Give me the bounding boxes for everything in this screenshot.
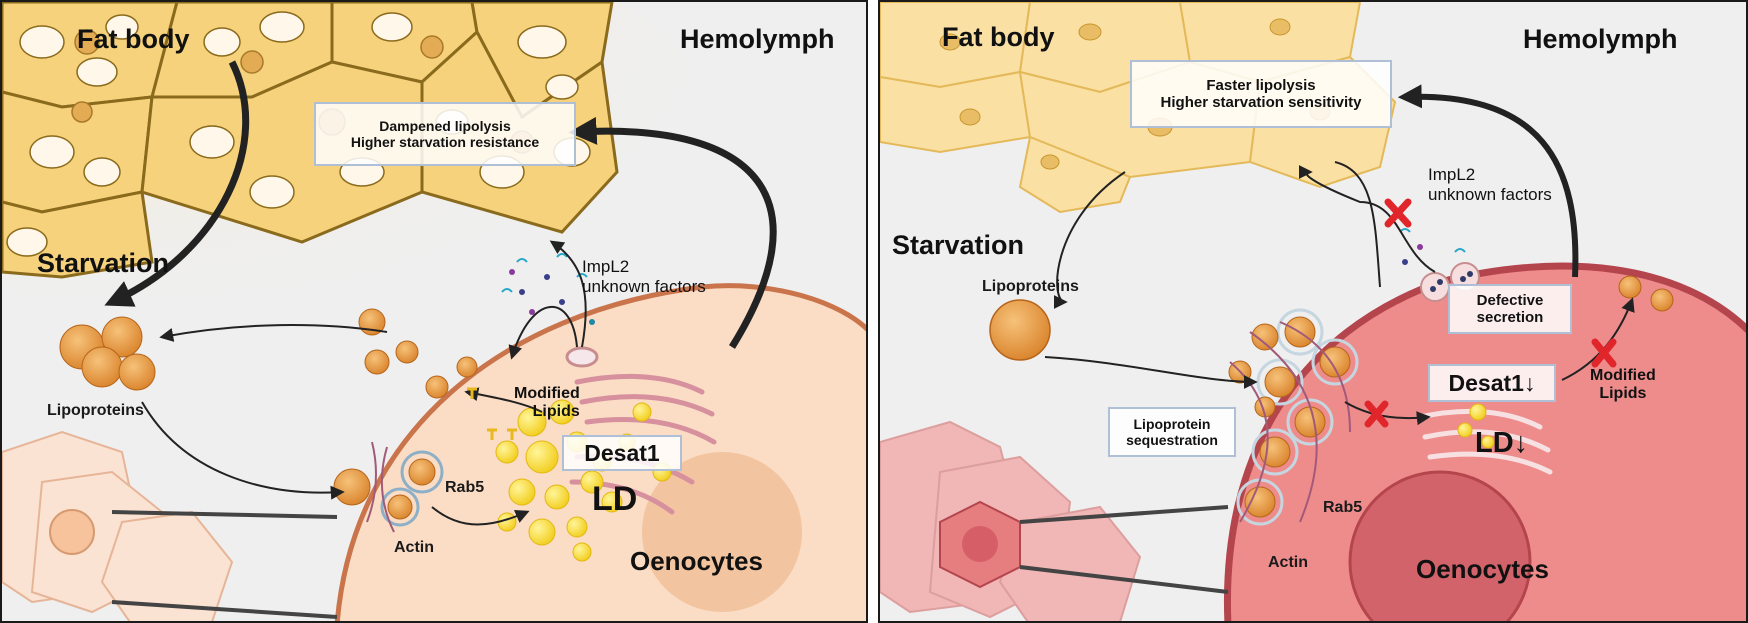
released-particle-2	[1650, 288, 1674, 312]
starvation-arrow	[104, 60, 250, 307]
label-actin: Actin	[394, 539, 434, 556]
secreted-factors	[501, 253, 599, 368]
modified-lipid-glyphs	[467, 387, 517, 440]
label-modified-lipids: Modified Lipids	[1590, 367, 1656, 404]
label-lipoproteins: Lipoproteins	[982, 278, 1079, 295]
sequestration-line-2: sequestration	[1126, 432, 1218, 448]
desat1-label: Desat1↓	[1448, 369, 1536, 396]
modified-line-1: Modified	[514, 385, 580, 402]
defective-secretion-box: Defective secretion	[1448, 284, 1572, 334]
desat1-label: Desat1	[584, 439, 660, 466]
panel-mutant: Fat body Hemolymph Starvation Lipoprotei…	[878, 0, 1748, 623]
released-particle-1	[1618, 275, 1642, 299]
sequestered-lipoproteins	[1228, 308, 1359, 526]
impl2-line-1: ImpL2	[582, 257, 630, 276]
actin-filaments	[366, 441, 395, 533]
feedback-arrow	[1397, 84, 1579, 278]
lipoprotein-particle	[989, 299, 1051, 361]
sequestration-line-1: Lipoprotein	[1133, 416, 1211, 432]
desat1-box: Desat1	[562, 435, 682, 471]
label-fat-body: Fat body	[77, 24, 190, 54]
effect-line-2: Higher starvation sensitivity	[1160, 94, 1362, 111]
label-starvation: Starvation	[37, 248, 170, 278]
label-rab5: Rab5	[445, 479, 485, 496]
inhibition-crosses	[1364, 198, 1617, 428]
label-rab5: Rab5	[1323, 499, 1363, 516]
panel-mutant-illustration	[880, 2, 1746, 621]
defective-line-1: Defective	[1476, 292, 1544, 309]
impl2-line-2: unknown factors	[582, 276, 706, 296]
label-oenocytes: Oenocytes	[630, 546, 763, 576]
rab5-endosomes	[380, 450, 444, 527]
effect-box: Dampened lipolysis Higher starvation res…	[314, 102, 576, 166]
feedback-arrow	[568, 116, 777, 349]
label-lipoproteins: Lipoproteins	[47, 402, 144, 419]
label-hemolymph: Hemolymph	[1523, 24, 1678, 54]
neighbor-nucleus	[49, 509, 95, 555]
effect-line-1: Faster lipolysis	[1206, 77, 1316, 94]
effect-line-2: Higher starvation resistance	[350, 134, 540, 150]
fat-body-cells	[880, 2, 1397, 214]
panel-normal-illustration	[2, 2, 866, 621]
modified-line-2: Lipids	[1599, 385, 1647, 403]
impl2-line-1: ImpL2	[1428, 165, 1476, 184]
label-actin: Actin	[1268, 554, 1308, 571]
defective-line-2: secretion	[1476, 309, 1544, 326]
label-starvation: Starvation	[892, 230, 1025, 260]
desat1-box: Desat1↓	[1428, 364, 1556, 402]
label-ld: LD	[592, 480, 638, 518]
modified-line-2: Lipids	[532, 403, 580, 421]
impl2-line-2: unknown factors	[1428, 184, 1552, 204]
oenocyte-nucleus	[642, 452, 802, 612]
oenocyte-nucleus	[1348, 470, 1532, 621]
fat-body-vacuoles	[6, 11, 591, 257]
modified-line-1: Modified	[1590, 367, 1656, 384]
label-fat-body: Fat body	[942, 22, 1055, 52]
neighbor-nucleus	[962, 526, 998, 562]
label-hemolymph: Hemolymph	[680, 24, 835, 54]
effect-line-1: Dampened lipolysis	[379, 118, 511, 134]
label-modified-lipids: Modified Lipids	[514, 385, 580, 422]
label-oenocytes: Oenocytes	[1416, 554, 1549, 584]
lipoproteins	[59, 308, 478, 506]
lipoprotein-sequestration-box: Lipoprotein sequestration	[1108, 407, 1236, 457]
lipid-droplets	[1457, 403, 1495, 449]
effect-box: Faster lipolysis Higher starvation sensi…	[1130, 60, 1392, 128]
label-impl2: ImpL2 unknown factors	[582, 257, 706, 296]
panel-normal: Fat body Hemolymph Starvation Lipoprotei…	[0, 0, 868, 623]
label-impl2: ImpL2 unknown factors	[1428, 165, 1552, 204]
label-ld: LD↓	[1475, 427, 1529, 459]
